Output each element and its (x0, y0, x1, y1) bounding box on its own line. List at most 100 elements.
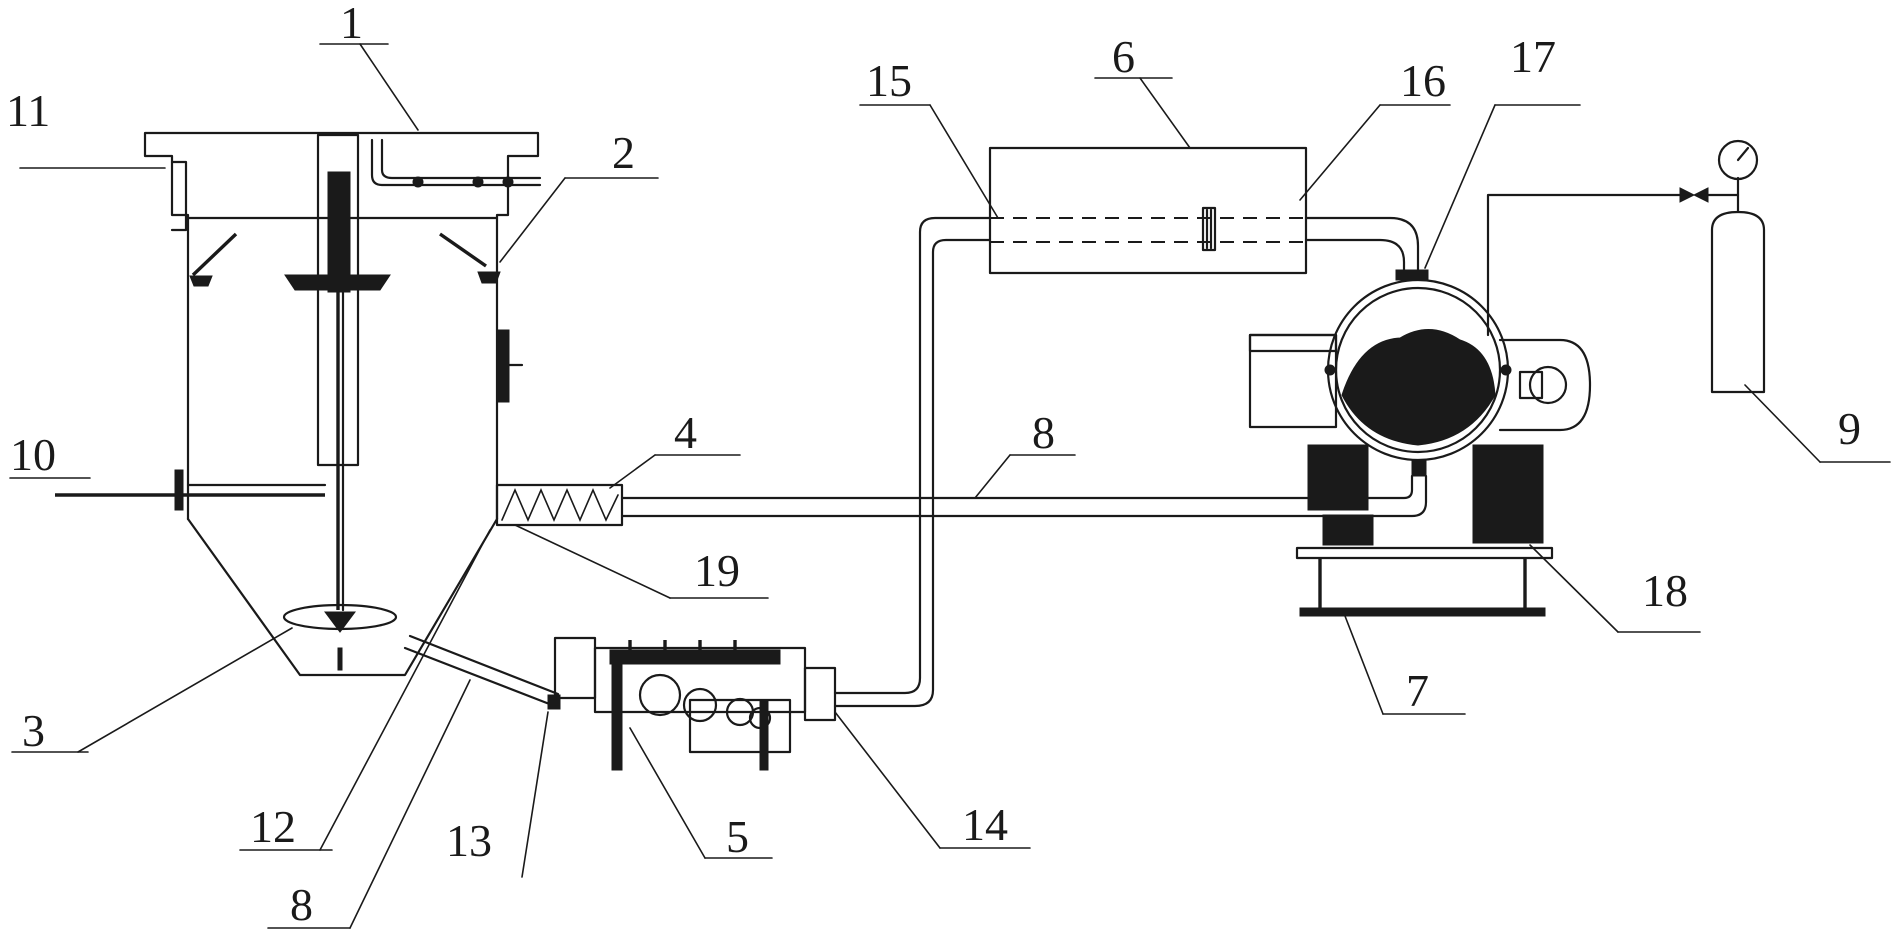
leader-19 (514, 524, 671, 599)
leader-9 (1744, 384, 1821, 463)
return-pipe (620, 474, 1428, 518)
leader-1 (359, 43, 419, 131)
heater-box (988, 146, 1308, 275)
pump-left-leg (611, 659, 623, 771)
label-19: 19 (694, 545, 740, 596)
vessel-ground-plate (1299, 607, 1546, 617)
riser-outer (833, 216, 992, 695)
side-inlet-flange (174, 469, 184, 511)
pump-gear-2 (682, 687, 718, 723)
label-10: 10 (10, 429, 56, 480)
leader-3 (77, 627, 293, 753)
leader-6 (1139, 77, 1191, 149)
leader-7 (1344, 615, 1384, 715)
impeller-hub (324, 611, 356, 633)
label-1: 1 (340, 0, 363, 48)
heater-outlet-pipe (1304, 216, 1420, 274)
outlet-pipe-to-pump (403, 634, 560, 707)
vessel-inlet-flange (1395, 269, 1429, 281)
label-8-lower: 8 (290, 879, 313, 930)
leader-5 (629, 727, 706, 859)
label-6: 6 (1112, 31, 1135, 82)
gas-valve-left (1679, 187, 1696, 203)
pump-base (688, 698, 792, 754)
heater-box-frame (988, 146, 1308, 275)
label-16: 16 (1400, 55, 1446, 106)
vessel-hinge-left-top (1324, 364, 1336, 376)
left-baffle (191, 232, 238, 277)
spring-left-top (1307, 444, 1369, 511)
pump-discharge-head (803, 666, 837, 722)
label-5: 5 (726, 811, 749, 862)
feed-valve-1 (412, 176, 424, 188)
spring-right (1472, 444, 1544, 544)
label-13: 13 (446, 815, 492, 866)
vessel-right-motor (1498, 338, 1592, 432)
leader-lines (9, 43, 1891, 929)
label-14: 14 (962, 799, 1008, 850)
left-baffle-foot (189, 275, 213, 287)
label-7: 7 (1406, 665, 1429, 716)
label-17: 17 (1510, 31, 1556, 82)
gas-line (1486, 193, 1682, 337)
pump-right-leg (759, 699, 769, 771)
vessel-right-motor-shaft (1528, 365, 1568, 405)
leader-12 (319, 529, 491, 851)
gas-cylinder (1710, 139, 1766, 394)
feed-valve-3 (502, 176, 514, 188)
tank-drain-stub (337, 647, 343, 671)
leader-17 (1424, 104, 1496, 269)
discharge-riser (833, 216, 992, 708)
leader-2 (499, 177, 566, 263)
vessel-base-plate (1295, 546, 1554, 560)
stirrer-coupling (327, 171, 351, 293)
tank-left-bracket (170, 160, 188, 232)
pressure-gauge-needle (1736, 146, 1750, 162)
spring-left-bottom (1322, 514, 1374, 546)
mixing-tank (55, 131, 561, 710)
pump-motor (553, 636, 597, 700)
pump (553, 636, 837, 771)
rotating-vessel (1248, 278, 1592, 617)
leader-14 (834, 711, 941, 849)
right-baffle (439, 232, 487, 268)
part-numbers: 1 2 3 4 5 6 7 8 8 9 10 11 12 13 14 15 16… (6, 0, 1861, 930)
leader-16 (1299, 104, 1381, 201)
stirrer-collar (284, 274, 391, 291)
leader-8b (349, 679, 471, 929)
label-3: 3 (22, 705, 45, 756)
vessel-bottom-outlet (1411, 459, 1427, 477)
leader-15 (929, 104, 999, 219)
vessel-hinge-right (1500, 364, 1512, 376)
top-feed-pipe (370, 138, 542, 187)
tank-cone-bottom (186, 517, 499, 677)
pump-gear-1 (638, 673, 682, 717)
label-4: 4 (674, 407, 697, 458)
leader-4 (609, 454, 656, 489)
label-12: 12 (250, 801, 296, 852)
pump-manifold (609, 649, 781, 665)
vessel-right-motor-hub (1518, 370, 1544, 400)
label-2: 2 (612, 127, 635, 178)
sight-glass (496, 329, 510, 403)
label-15: 15 (866, 55, 912, 106)
vessel-contents (1341, 329, 1496, 446)
label-11: 11 (6, 85, 50, 136)
vessel-left-motor (1248, 333, 1338, 429)
riser-inner (833, 238, 992, 708)
pressure-gauge-icon (1717, 139, 1759, 181)
leader-8a (974, 454, 1011, 499)
label-8-upper: 8 (1032, 407, 1055, 458)
label-18: 18 (1642, 565, 1688, 616)
vessel-left-motor-cap (1248, 333, 1338, 353)
inline-filter (495, 483, 624, 527)
tank-lid-and-walls (143, 131, 540, 521)
leader-13 (521, 711, 549, 878)
right-baffle-foot (477, 271, 501, 284)
feed-valve-2 (472, 176, 484, 188)
leader-18 (1529, 544, 1619, 633)
gas-valve-right (1692, 187, 1709, 203)
heater-element (1201, 206, 1217, 252)
